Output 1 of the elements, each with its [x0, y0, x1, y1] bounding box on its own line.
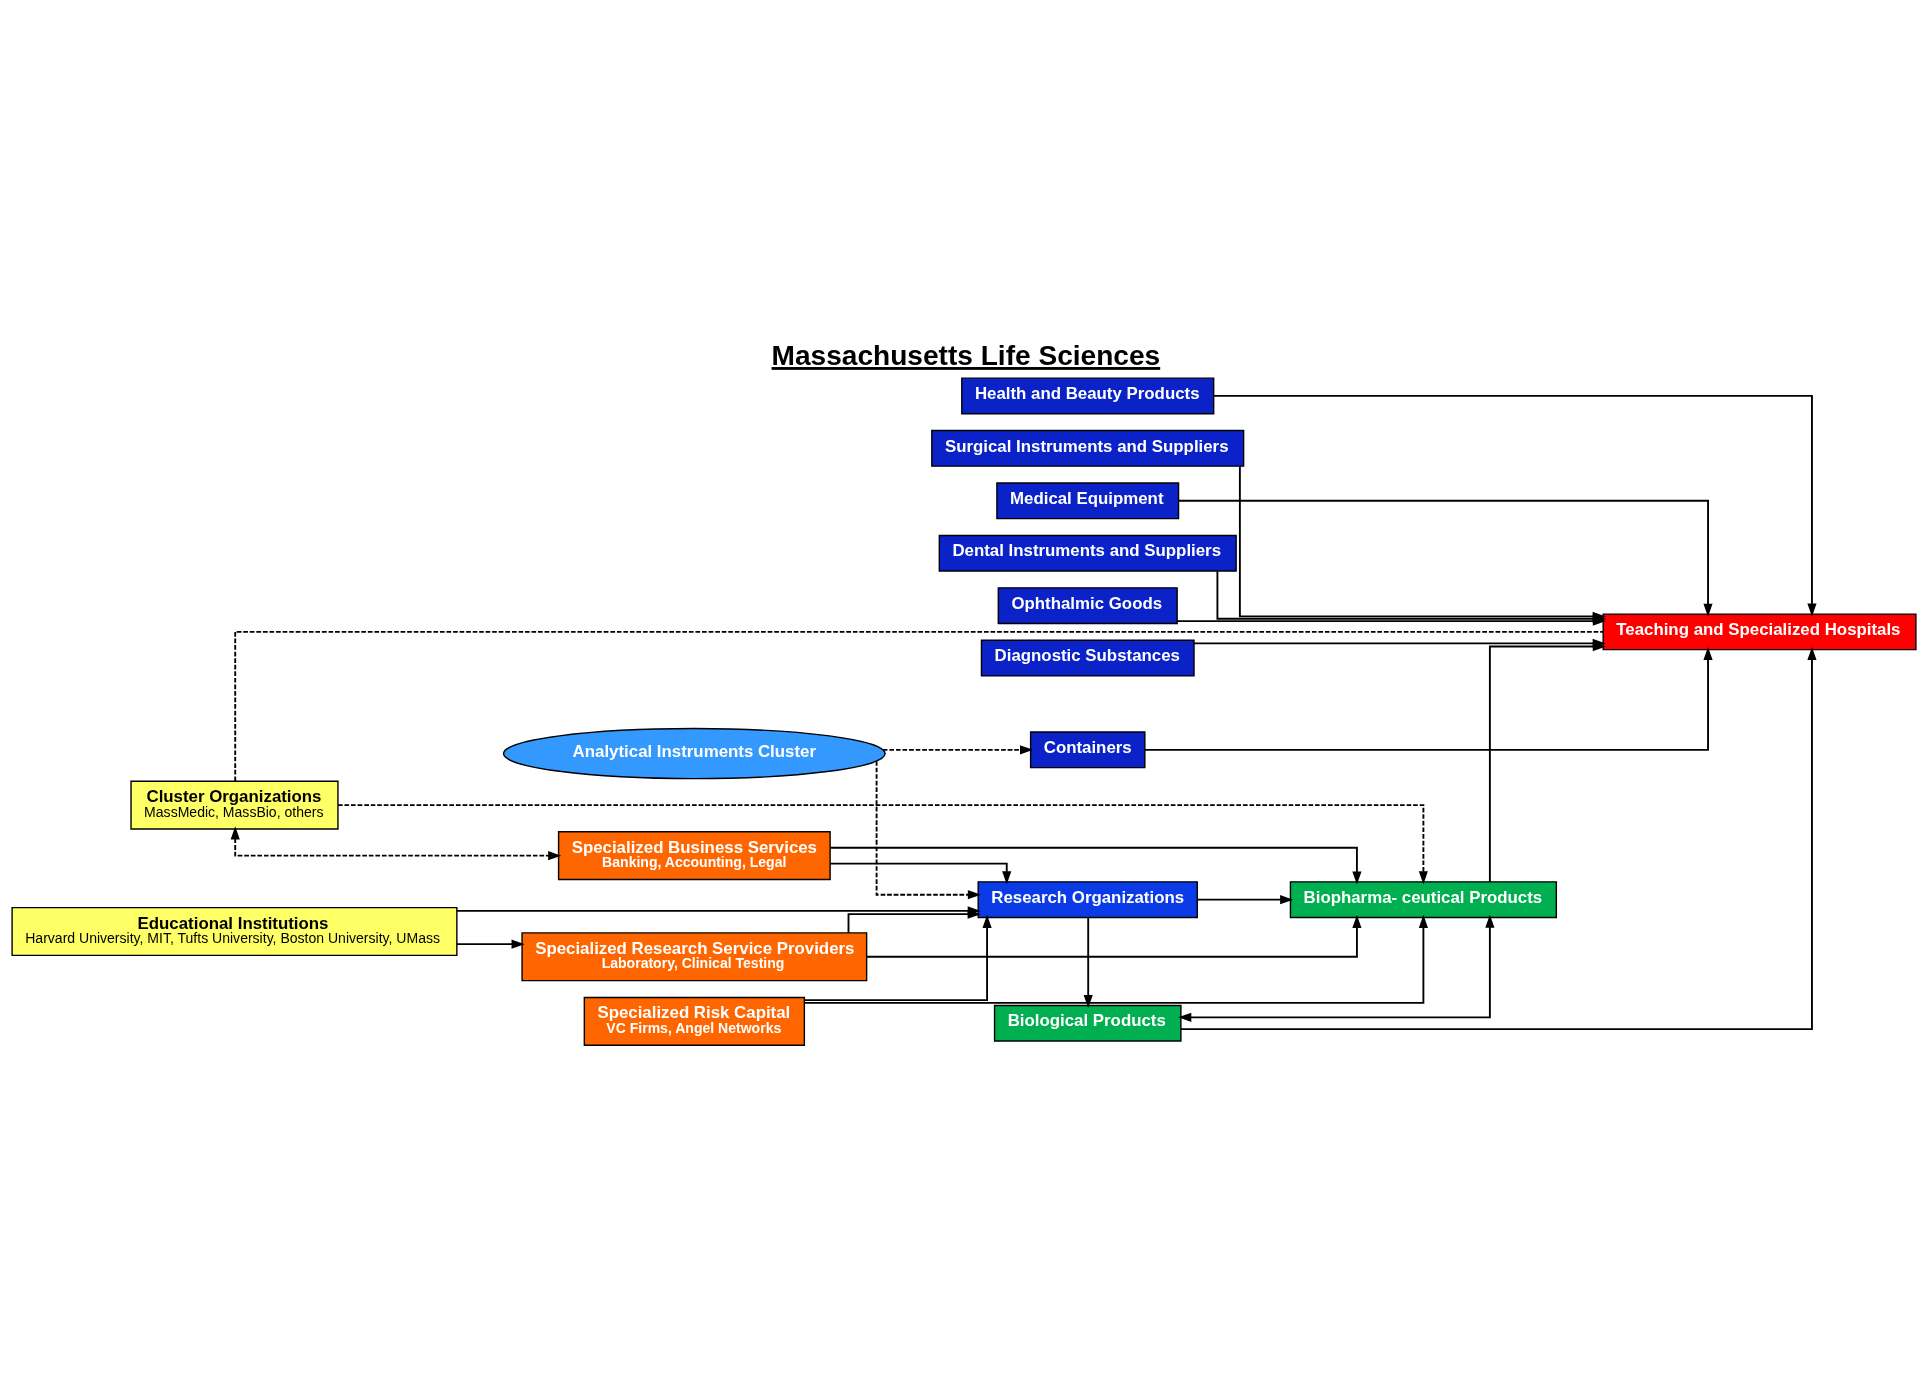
diagram-title: Massachusetts Life Sciences [771, 339, 1161, 371]
